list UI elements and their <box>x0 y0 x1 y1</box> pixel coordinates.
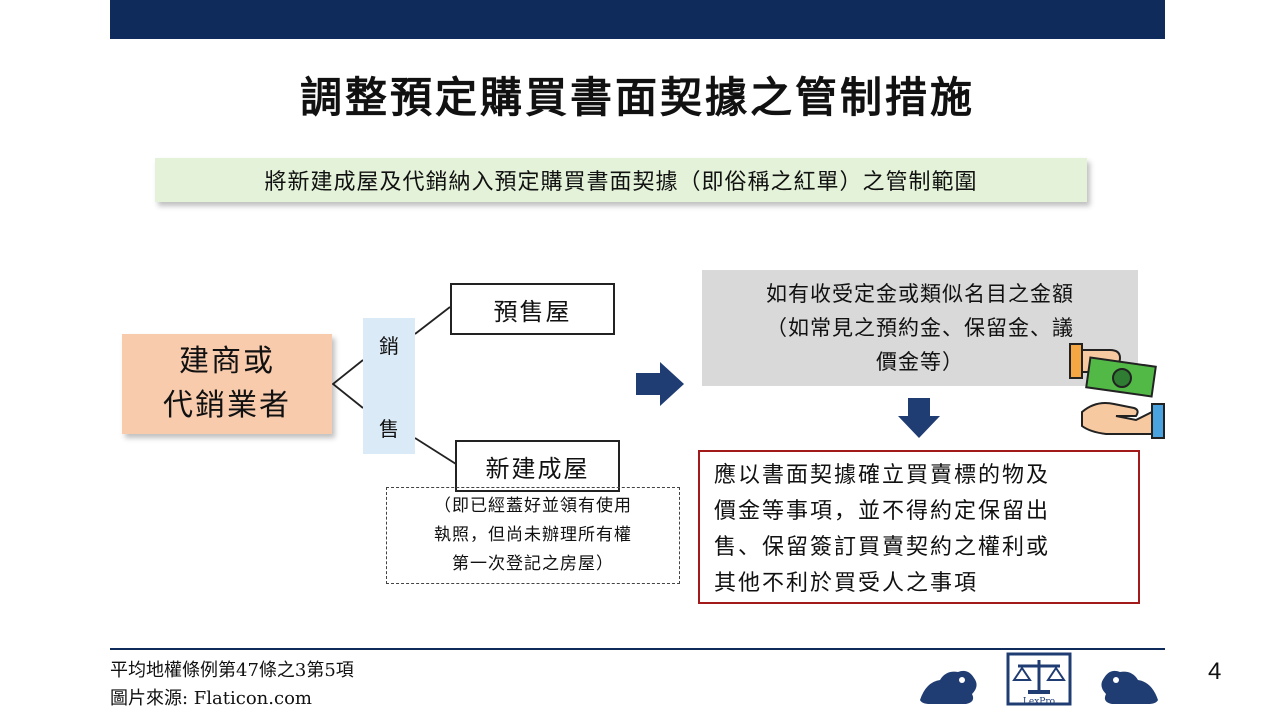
presale-connector <box>414 306 451 335</box>
deposit-line-1: 如有收受定金或類似名目之金額 <box>766 282 1074 306</box>
new-house-note: （即已經蓋好並領有使用 執照，但尚未辦理所有權 第一次登記之房屋） <box>386 487 680 584</box>
note-line-1: （即已經蓋好並領有使用 <box>434 496 632 516</box>
newbuild-connector <box>414 437 457 465</box>
rule-line-3: 售、保留簽訂買賣契約之權利或 <box>714 535 1051 560</box>
builder-connector <box>331 359 364 409</box>
logo-text: LexPro <box>1023 697 1055 707</box>
sell-char-1: 銷 <box>379 334 399 358</box>
rule-line-4: 其他不利於買受人之事項 <box>714 571 979 596</box>
scope-banner: 將新建成屋及代銷納入預定購買書面契據（即俗稱之紅單）之管制範圍 <box>155 158 1087 202</box>
note-line-2: 執照，但尚未辦理所有權 <box>434 525 632 545</box>
top-banner-bar <box>110 0 1165 39</box>
page-number: 4 <box>1208 658 1222 685</box>
deposit-line-2: （如常見之預約金、保留金、議 <box>766 316 1074 340</box>
sell-box: 銷 售 <box>363 318 415 454</box>
rule-line-2: 價金等事項，並不得約定保留出 <box>714 499 1051 524</box>
lexpro-logo: LexPro <box>920 652 1158 707</box>
image-source: 圖片來源: Flaticon.com <box>110 688 312 709</box>
presale-house-box: 預售屋 <box>450 283 615 335</box>
presale-house-label: 預售屋 <box>493 297 572 326</box>
down-arrow-icon <box>898 398 940 438</box>
rule-line-1: 應以書面契據確立買賣標的物及 <box>714 463 1051 488</box>
legal-reference: 平均地權條例第47條之3第5項 <box>110 660 354 681</box>
rule-box: 應以書面契據確立買賣標的物及 價金等事項，並不得約定保留出 售、保留簽訂買賣契約… <box>698 450 1140 604</box>
right-arrow-icon <box>636 362 684 406</box>
builder-line-2: 代銷業者 <box>163 388 291 423</box>
scope-text: 將新建成屋及代銷納入預定購買書面契據（即俗稱之紅單）之管制範圍 <box>264 170 978 195</box>
page-title: 調整預定購買書面契據之管制措施 <box>299 73 975 122</box>
deposit-box: 如有收受定金或類似名目之金額 （如常見之預約金、保留金、議 價金等） <box>702 270 1138 386</box>
sell-char-2: 售 <box>379 417 399 441</box>
footer-divider <box>110 648 1165 650</box>
new-house-box: 新建成屋 <box>455 440 620 492</box>
builder-box: 建商或 代銷業者 <box>122 334 332 434</box>
money-hand-icon <box>1069 343 1165 439</box>
new-house-label: 新建成屋 <box>485 454 590 483</box>
builder-line-1: 建商或 <box>179 344 275 379</box>
deposit-line-3: 價金等） <box>876 350 964 374</box>
note-line-3: 第一次登記之房屋） <box>452 554 614 574</box>
